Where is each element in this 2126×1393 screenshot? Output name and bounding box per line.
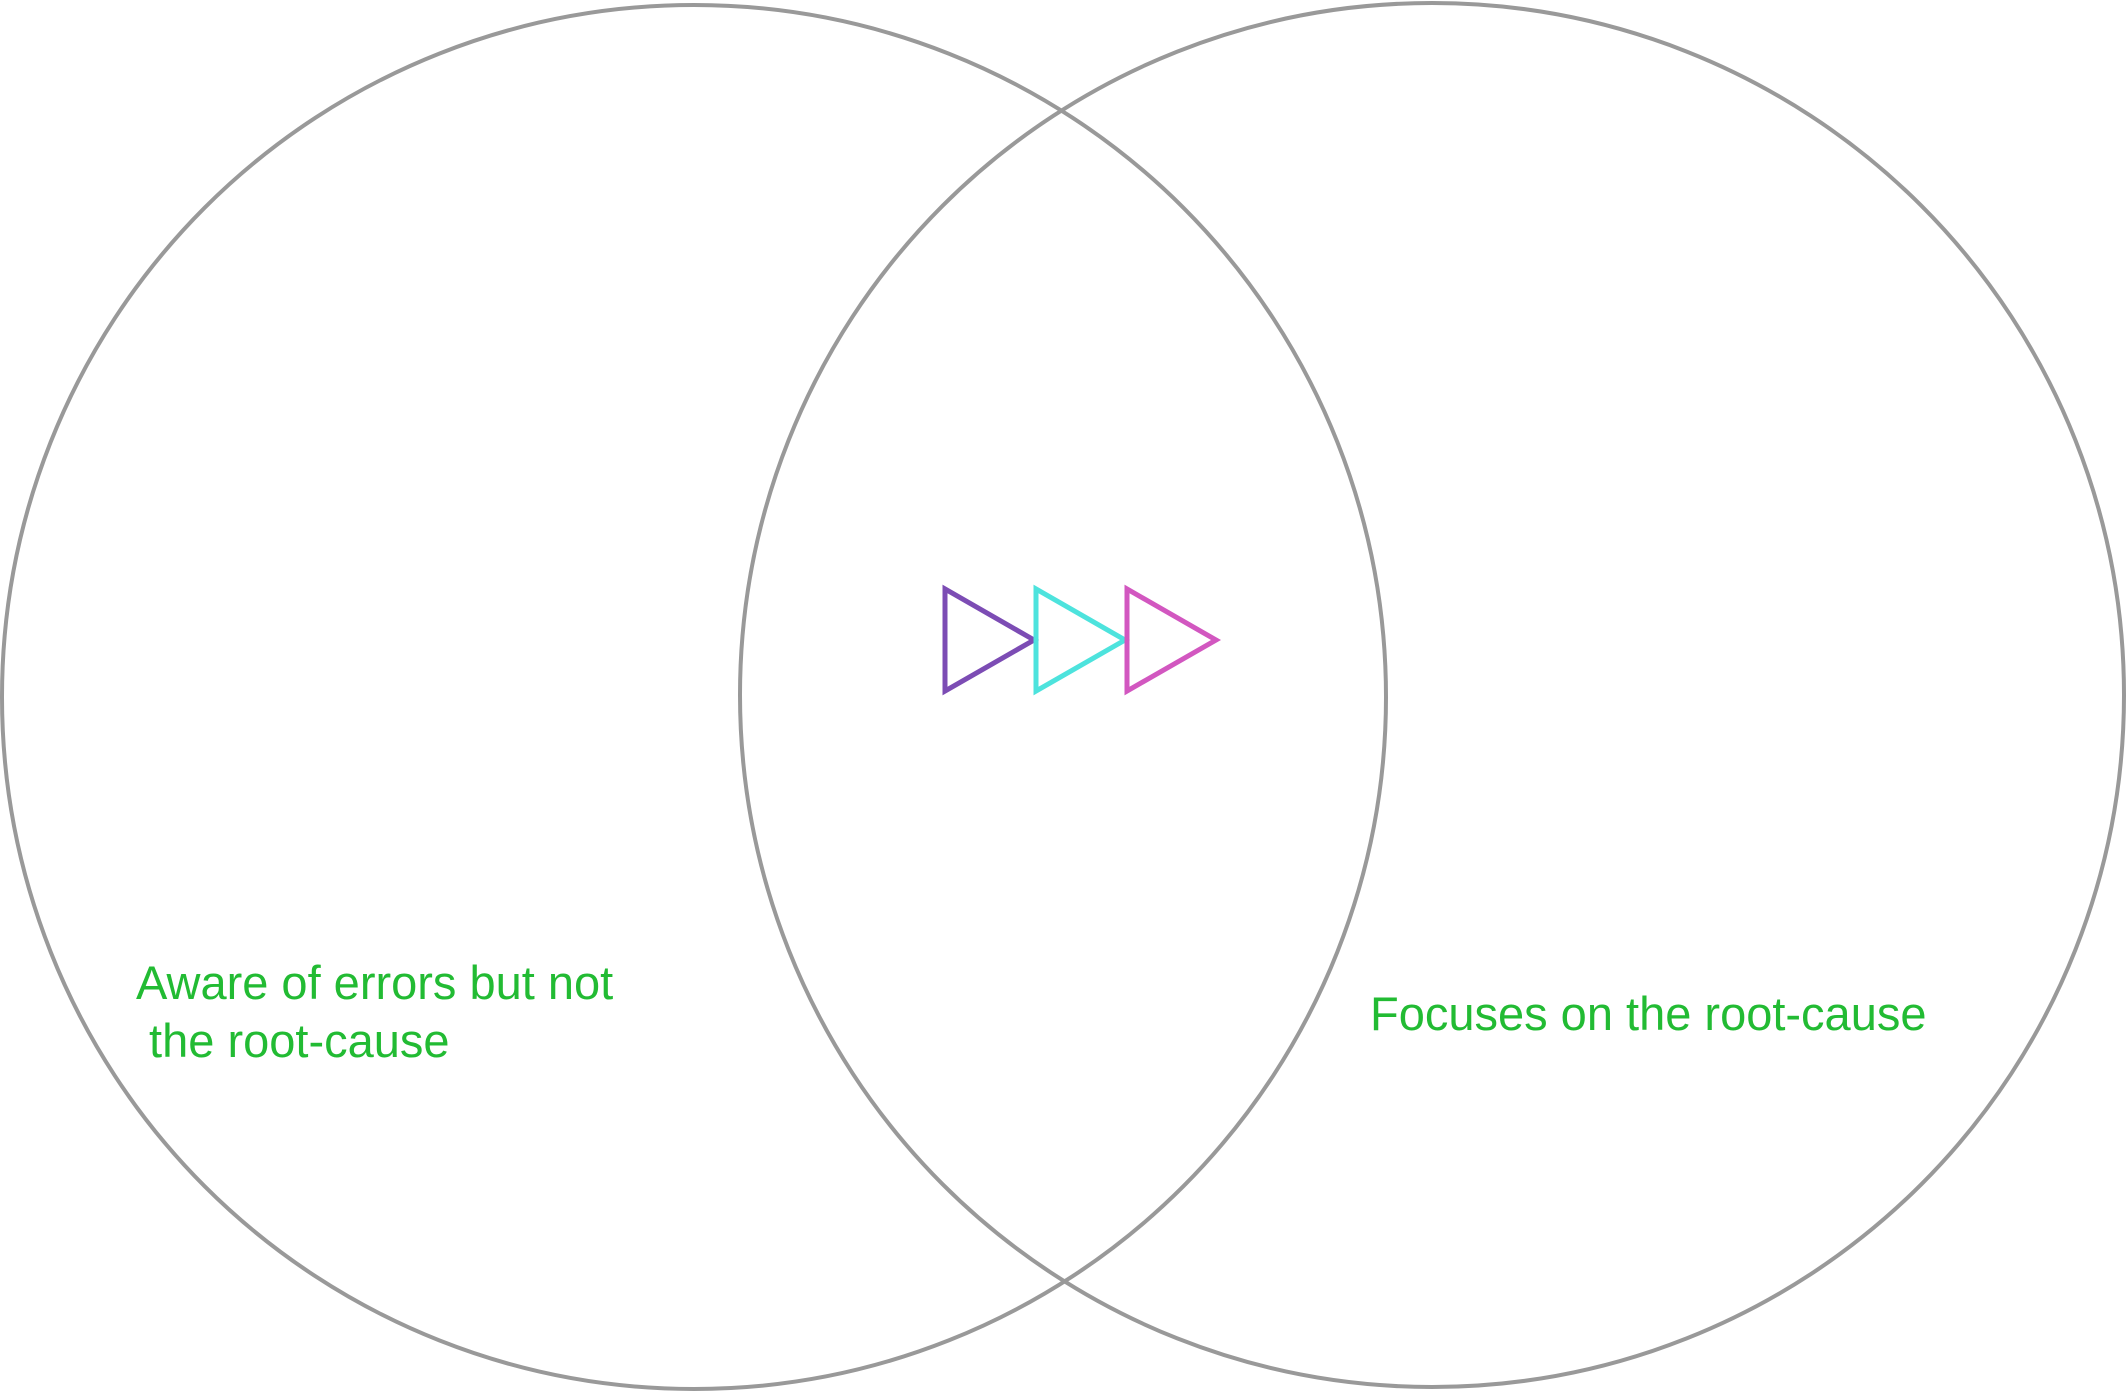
left-set-label: Aware of errors but not the root-cause: [136, 956, 614, 1067]
play-triangle-icon: [942, 584, 1040, 696]
play-triangle-icon: [1124, 584, 1222, 696]
left-set-circle: [0, 3, 1388, 1391]
intersection-markers: [942, 584, 1222, 696]
play-triangle-icon: [1033, 584, 1131, 696]
right-set-circle: [738, 1, 2126, 1389]
right-set-label: Focuses on the root-cause: [1370, 987, 1927, 1040]
